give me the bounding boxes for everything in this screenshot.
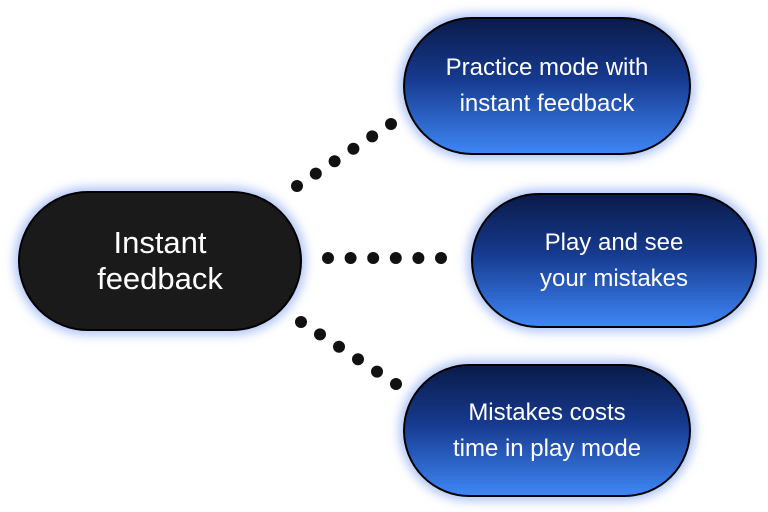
branch-node-label: Mistakes costs time in play mode bbox=[452, 398, 642, 462]
center-node: Instant feedback bbox=[18, 191, 302, 331]
branch-node-label: Practice mode with instant feedback bbox=[445, 54, 649, 117]
connector-dot bbox=[314, 328, 326, 341]
connector-dot bbox=[309, 167, 322, 180]
connector-dot bbox=[352, 353, 364, 366]
connector-dot bbox=[385, 118, 397, 130]
connector-dot bbox=[344, 252, 357, 264]
branch-node-play: Play and see your mistakes bbox=[471, 193, 757, 328]
branch-node-mistakes: Mistakes costs time in play mode bbox=[403, 364, 691, 497]
connector-dot bbox=[328, 155, 341, 168]
connector-dot bbox=[333, 340, 345, 353]
connector-dot bbox=[371, 365, 383, 378]
connector-dot bbox=[322, 252, 334, 264]
connector-dot bbox=[347, 142, 360, 155]
branch-node-label: Play and see your mistakes bbox=[539, 228, 689, 292]
connector-dot bbox=[390, 378, 402, 390]
connector-dot bbox=[435, 252, 447, 264]
connector-dot bbox=[367, 252, 380, 264]
connector-bottom bbox=[295, 316, 402, 390]
branch-node-practice: Practice mode with instant feedback bbox=[403, 17, 691, 155]
connector-dot bbox=[295, 316, 307, 328]
connector-top bbox=[291, 118, 397, 192]
connector-middle bbox=[322, 252, 447, 264]
connector-dot bbox=[291, 180, 303, 192]
connector-dot bbox=[389, 252, 402, 264]
connector-dot bbox=[412, 252, 425, 264]
center-node-label: Instant feedback bbox=[97, 225, 223, 296]
connector-dot bbox=[366, 130, 379, 143]
